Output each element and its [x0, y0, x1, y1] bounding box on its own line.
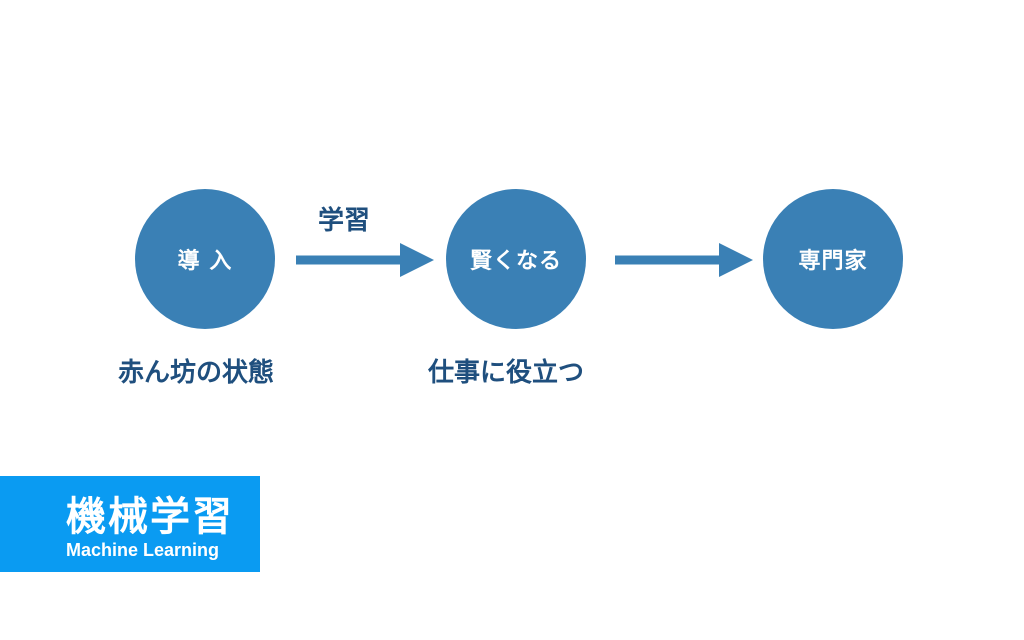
node-expert-label: 専門家	[798, 249, 868, 274]
node-smarter-label: 賢くなる	[469, 249, 562, 274]
caption-baby-state: 赤ん坊の状態	[118, 358, 275, 388]
caption-useful-for-work: 仕事に役立つ	[428, 358, 585, 388]
arrow-smart-to-expert	[615, 243, 753, 277]
node-introduction: 導 入	[135, 189, 275, 329]
topic-badge: 機械学習 Machine Learning	[0, 476, 260, 572]
node-introduction-label: 導 入	[177, 249, 233, 274]
node-smarter: 賢くなる	[446, 189, 586, 329]
badge-subtitle: Machine Learning	[66, 540, 220, 560]
arrow-introduction-to-smart	[296, 243, 434, 277]
node-expert: 専門家	[763, 189, 903, 329]
badge-title: 機械学習	[66, 494, 234, 540]
edge-label-learning: 学習	[318, 206, 371, 236]
